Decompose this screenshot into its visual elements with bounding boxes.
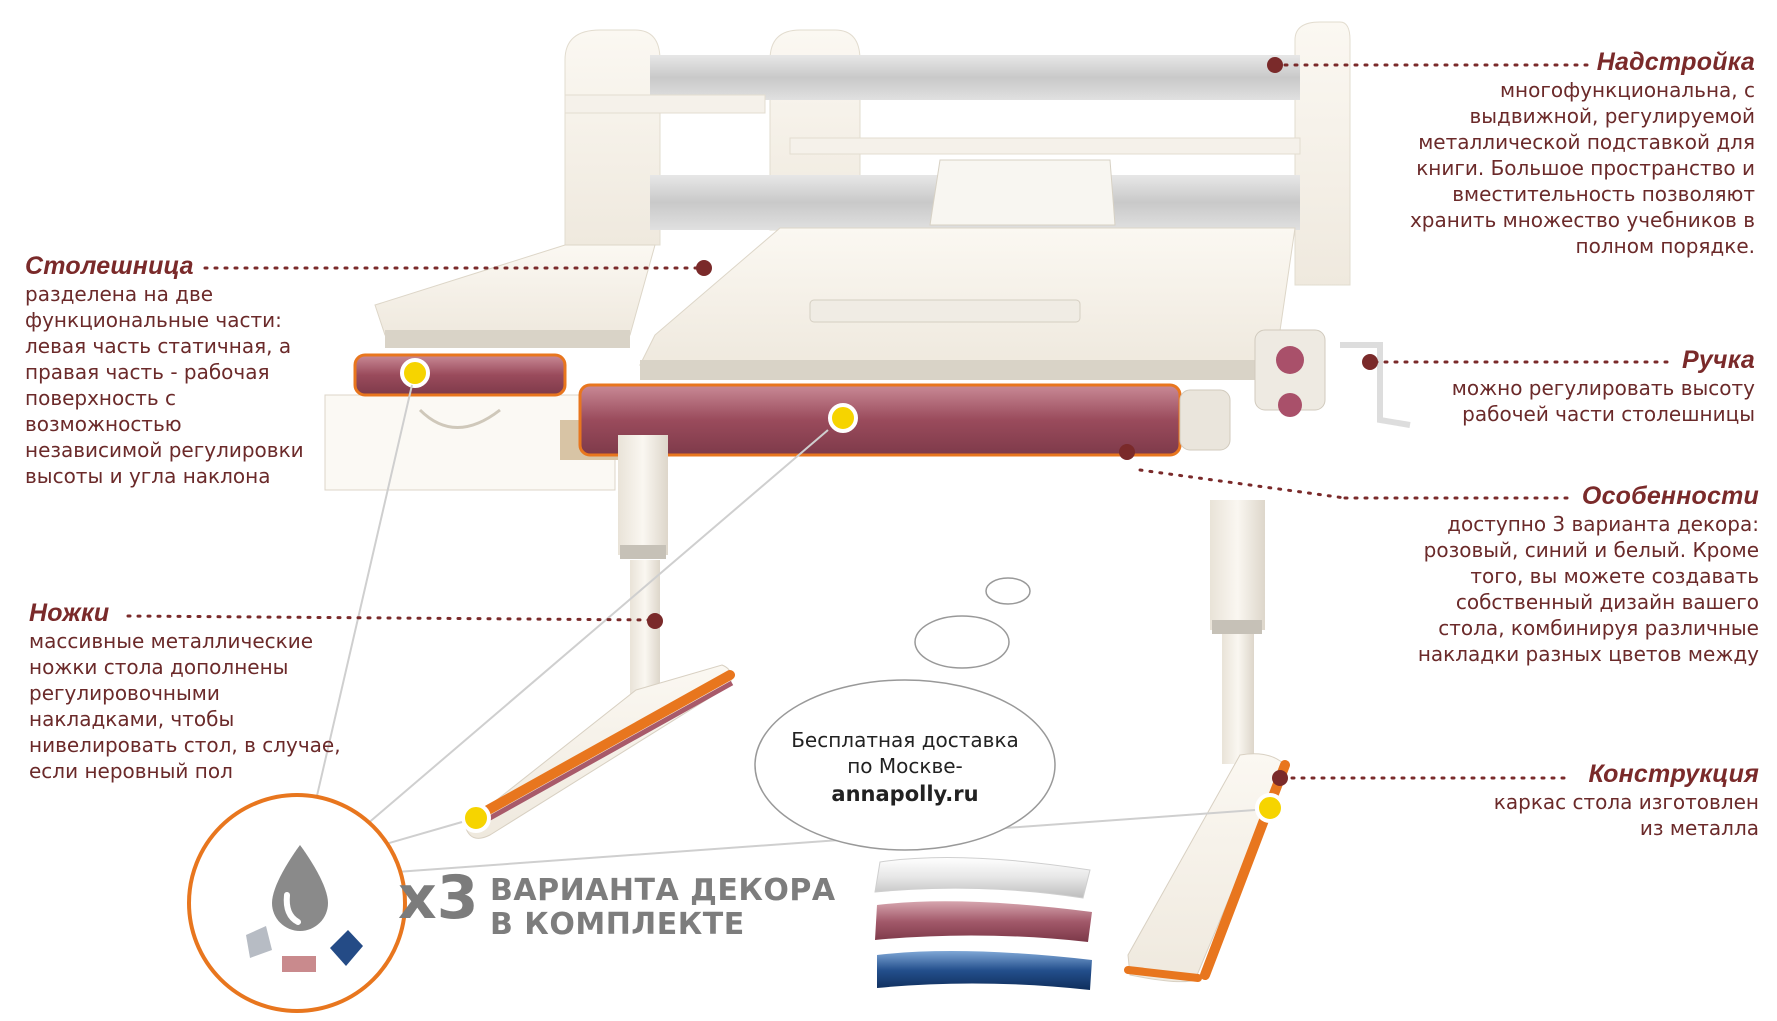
callout-title: Столешница (25, 252, 194, 280)
callout-desc: многофункциональна, с выдвижной, регулир… (1335, 77, 1755, 259)
desc-line: собственный дизайн вашего (1455, 590, 1759, 614)
desc-line: возможностью (25, 412, 182, 436)
white-swatch (874, 857, 1091, 899)
callout-leaders (126, 63, 1670, 780)
pink-trim-strips (353, 353, 1231, 457)
pink-swatch (875, 901, 1092, 942)
decor-line-1: ВАРИАНТА ДЕКОРА (490, 873, 836, 908)
callout-title: Конструкция (1588, 760, 1759, 788)
callout-ruchka: Ручка можно регулировать высоту рабочей … (1355, 346, 1755, 427)
desc-line: массивные металлические (29, 629, 314, 653)
delivery-bubble: Бесплатная доставка по Москве- annapolly… (765, 727, 1045, 809)
callout-title: Особенности (1581, 482, 1759, 510)
decor-badge (187, 793, 407, 1013)
bubble-line-1: Бесплатная доставка (791, 728, 1019, 752)
desc-line: того, вы можете создавать (1470, 564, 1759, 588)
decor-line-2: В КОМПЛЕКТЕ (490, 907, 745, 942)
desc-line: ножки стола дополнены (29, 655, 289, 679)
desc-line: многофункциональна, с (1499, 78, 1755, 102)
desc-line: высоты и угла наклона (25, 464, 271, 488)
decor-swatches (874, 857, 1092, 990)
marker-dots (400, 358, 1285, 833)
desc-line: книги. Большое пространство и (1416, 156, 1755, 180)
callout-title: Ножки (29, 599, 110, 627)
desc-line: металлической подставкой для (1418, 130, 1755, 154)
crank-handle (1254, 329, 1411, 428)
callout-desc: массивные металлические ножки стола допо… (29, 628, 389, 784)
desc-line: независимой регулировки (25, 438, 304, 462)
bubble-line-2: по Москве- (847, 754, 963, 778)
callout-stoleshnitsa: Столешница разделена на две функциональн… (25, 252, 355, 489)
callout-title: Надстройка (1596, 48, 1755, 76)
callout-dots (647, 57, 1378, 786)
desc-line: левая часть статичная, а (25, 334, 292, 358)
desc-line: можно регулировать высоту (1451, 376, 1755, 400)
desc-line: регулировочными (29, 681, 220, 705)
desc-line: функциональные части: (25, 308, 282, 332)
callout-desc: можно регулировать высоту рабочей части … (1355, 375, 1755, 427)
callout-desc: доступно 3 варианта декора: розовый, син… (1339, 511, 1759, 667)
callout-nozhki: Ножки массивные металлические ножки стол… (29, 599, 389, 784)
desc-line: вместительность позволяют (1452, 182, 1755, 206)
desc-line: правая часть - рабочая (25, 360, 270, 384)
thought-bubbles (754, 577, 1056, 851)
decor-multiplier: x3 (398, 863, 479, 933)
desc-line: из металла (1639, 816, 1759, 840)
callout-konstruktsiya: Конструкция каркас стола изготовлен из м… (1399, 760, 1759, 841)
desc-line: рабочей части столешницы (1462, 402, 1755, 426)
desc-line: выдвижной, регулируемой (1469, 104, 1755, 128)
desc-line: стола, комбинируя различные (1438, 616, 1759, 640)
desc-line: доступно 3 варианта декора: (1447, 512, 1759, 536)
hutch (564, 21, 1351, 286)
callout-nadstroyka: Надстройка многофункциональна, с выдвижн… (1335, 48, 1755, 259)
desc-line: полном порядке. (1575, 234, 1755, 258)
desc-line: хранить множество учебников в (1409, 208, 1755, 232)
desc-line: разделена на две (25, 282, 214, 306)
desc-line: каркас стола изготовлен (1493, 790, 1759, 814)
desc-line: накладками, чтобы (29, 707, 235, 731)
callout-title: Ручка (1681, 346, 1755, 374)
callout-osobennosti: Особенности доступно 3 варианта декора: … (1339, 482, 1759, 667)
desc-line: если неровный пол (29, 759, 233, 783)
callout-desc: каркас стола изготовлен из металла (1399, 789, 1759, 841)
bubble-site-link[interactable]: annapolly.ru (831, 782, 979, 806)
blue-swatch (877, 951, 1092, 990)
desc-line: накладки разных цветов между (1417, 642, 1759, 666)
desc-line: поверхность с (25, 386, 177, 410)
desc-line: розовый, синий и белый. Кроме (1423, 538, 1759, 562)
desc-line: нивелировать стол, в случае, (29, 733, 341, 757)
callout-desc: разделена на две функциональные части: л… (25, 281, 355, 489)
